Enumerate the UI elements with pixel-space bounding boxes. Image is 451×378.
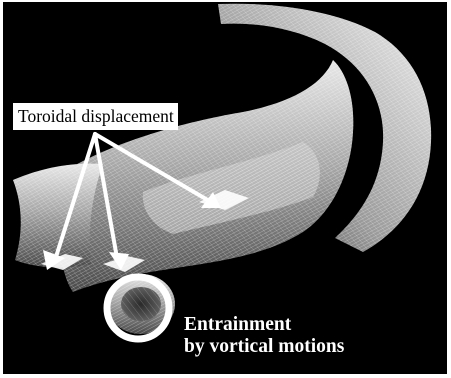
toroidal-displacement-label: Toroidal displacement — [13, 103, 178, 130]
entrainment-label-line1: Entrainment — [184, 314, 344, 336]
diagram-frame: Toroidal displacement Entrainment by vor… — [3, 2, 447, 374]
entrainment-label: Entrainment by vortical motions — [184, 314, 344, 358]
entrainment-label-line2: by vortical motions — [184, 336, 344, 358]
